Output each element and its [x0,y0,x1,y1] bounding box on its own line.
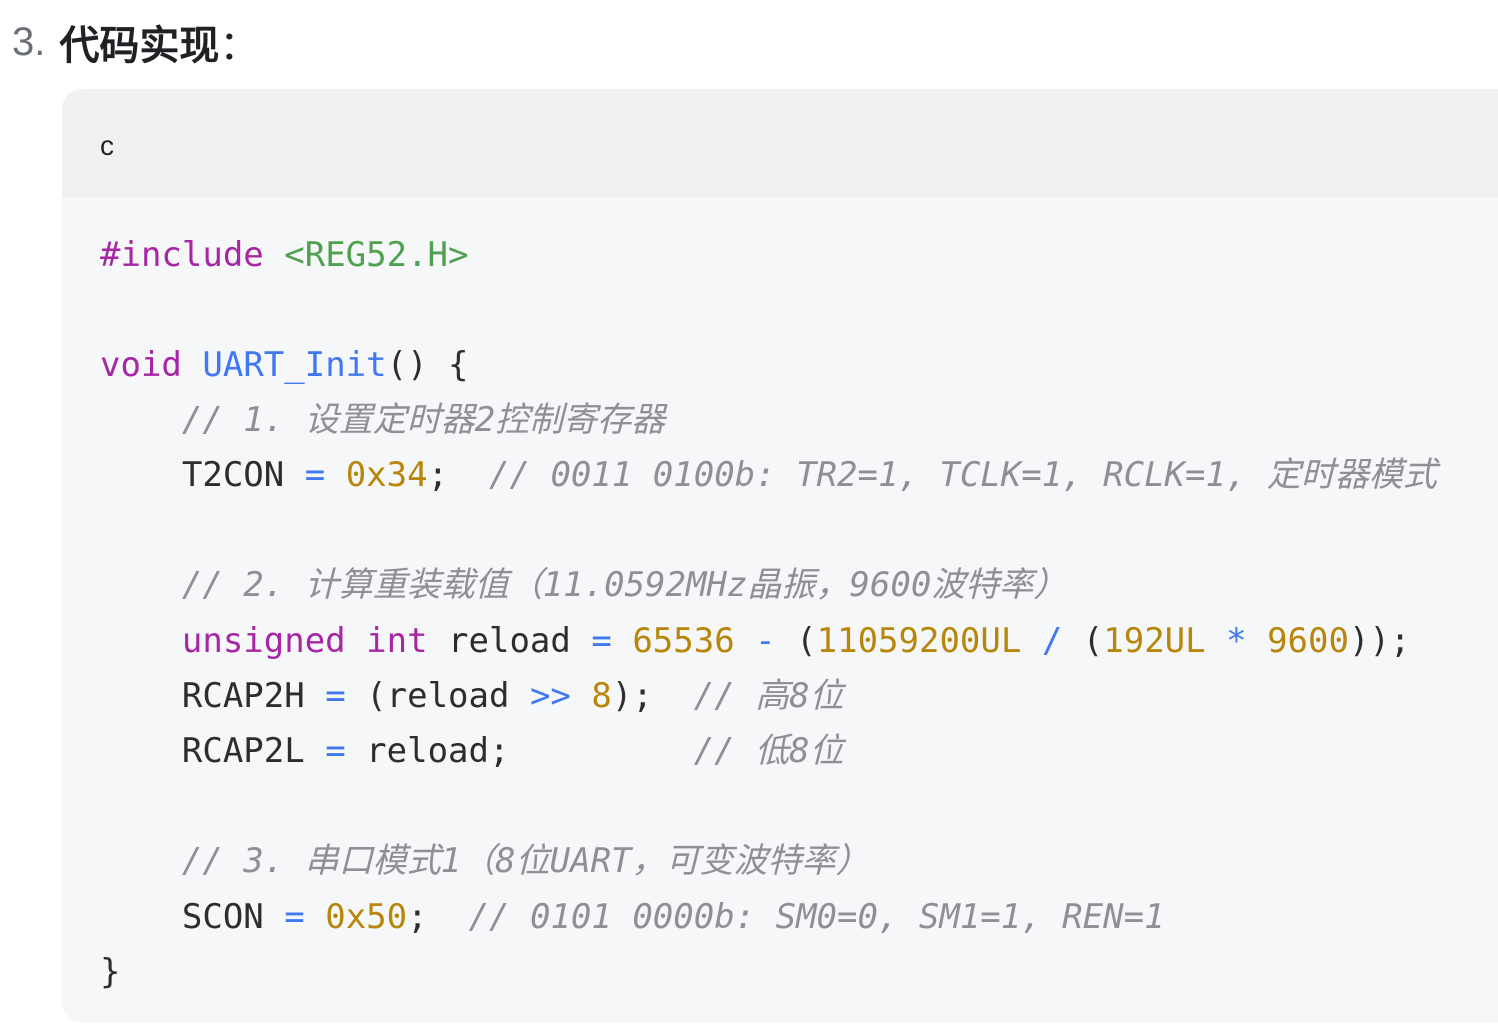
code-body[interactable]: #include <REG52.H> void UART_Init() { //… [62,197,1498,1023]
operator: = [591,621,612,661]
number-literal: 65536 [632,621,735,661]
paren-close: )); [1348,621,1411,661]
type-keyword: unsigned [181,621,346,661]
number-literal: 192UL [1103,621,1206,661]
code-line-10: RCAP2L = reload; // 低8位 [100,731,844,771]
code-comment: // 低8位 [693,731,844,771]
heading-colon: ： [219,24,260,68]
identifier: T2CON [181,455,285,495]
return-type: void [100,345,182,385]
include-header: <REG52.H> [284,235,469,275]
paren-close: ); [611,676,653,716]
number-literal: 11059200UL [816,621,1022,661]
heading-number: 3. [12,19,46,64]
operator: = [304,455,326,495]
code-line-4: // 1. 设置定时器2控制寄存器 [100,400,665,440]
code-line-7: // 2. 计算重装载值（11.0592MHz晶振，9600波特率） [100,565,1067,605]
operator: / [1041,621,1063,661]
paren: ( [1082,621,1104,661]
code-comment: // 1. 设置定时器2控制寄存器 [181,400,666,440]
operator: - [755,621,776,661]
code-comment: // 高8位 [693,676,844,716]
operator: = [325,676,346,716]
heading-title: 代码实现 [59,24,220,68]
number-literal: 0x34 [345,455,428,495]
code-block-header: c [62,89,1498,197]
semicolon: ; [407,897,428,937]
code-comment: // 2. 计算重装载值（11.0592MHz晶振，9600波特率） [181,565,1068,605]
code-line-13: SCON = 0x50; // 0101 0000b: SM0=0, SM1=1… [100,897,1165,937]
operator: * [1226,621,1247,661]
type-keyword: int [366,621,428,661]
code-line-8: unsigned int reload = 65536 - (11059200U… [100,621,1411,661]
semicolon: ; [427,455,449,495]
number-literal: 9600 [1267,621,1349,661]
identifier: RCAP2L [181,731,305,771]
operator: = [325,731,346,771]
function-signature-rest: () { [386,345,469,385]
number-literal: 8 [591,676,612,716]
code-line-9: RCAP2H = (reload >> 8); // 高8位 [100,676,844,716]
identifier: RCAP2H [181,676,305,716]
code-line-12: // 3. 串口模式1（8位UART，可变波特率） [100,841,870,881]
function-name: UART_Init [202,345,387,385]
code-block: c #include <REG52.H> void UART_Init() { … [62,89,1498,1023]
identifier: SCON [181,897,264,937]
number-literal: 0x50 [325,897,408,937]
expression: reload; [366,731,510,771]
identifier: reload [448,621,571,661]
code-comment: // 0011 0100b: TR2=1, TCLK=1, RCLK=1, 定时… [489,455,1437,495]
code-comment: // 3. 串口模式1（8位UART，可变波特率） [181,841,870,881]
code-line-3: void UART_Init() { [100,345,469,385]
code-comment: // 0101 0000b: SM0=0, SM1=1, REN=1 [468,897,1165,937]
operator: >> [529,676,571,716]
closing-brace: } [100,952,121,992]
code-line-14: } [100,952,120,992]
expression: (reload [366,676,510,716]
code-line-1: #include <REG52.H> [100,235,468,275]
operator: = [284,897,305,937]
code-line-5: T2CON = 0x34; // 0011 0100b: TR2=1, TCLK… [100,455,1437,495]
section-heading: 3. 代码实现 ： [12,12,259,72]
paren: ( [796,621,817,661]
code-language-label: c [100,130,114,161]
preprocessor-directive: #include [100,235,264,275]
